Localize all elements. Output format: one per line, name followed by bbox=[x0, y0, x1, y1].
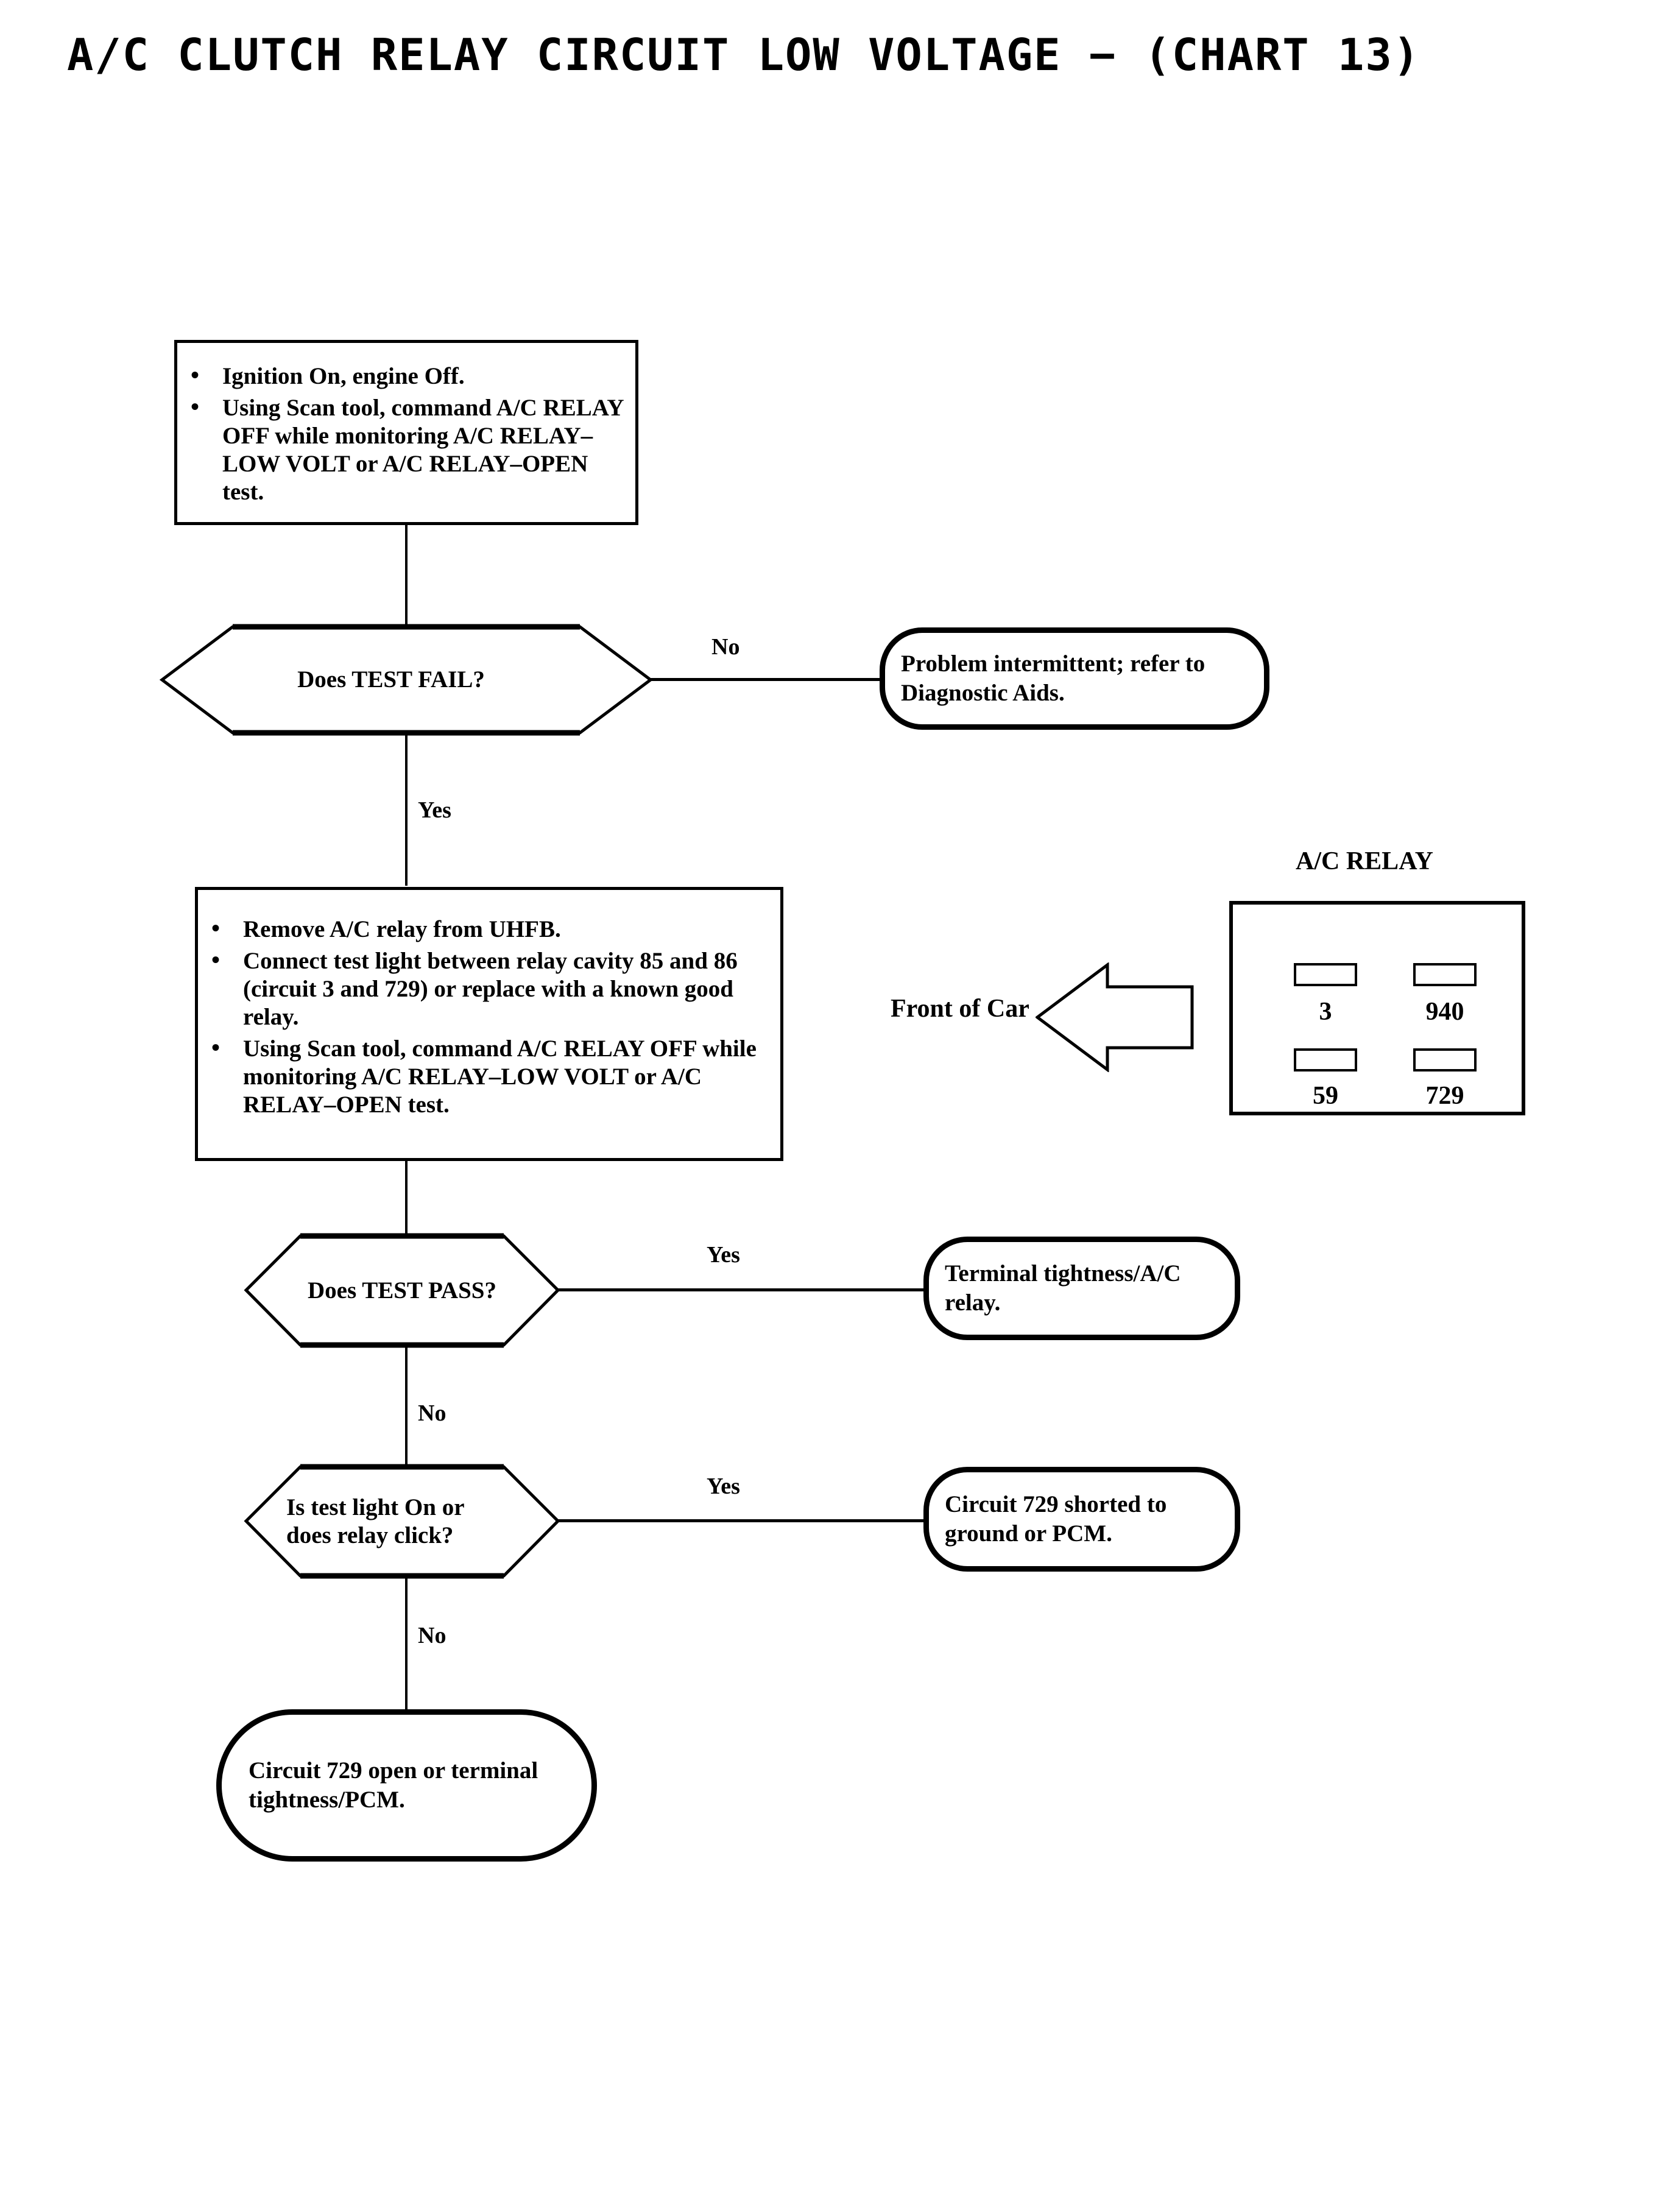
front-of-car-label: Front of Car bbox=[891, 995, 1029, 1023]
list-item: Using Scan tool, command A/C RELAY OFF w… bbox=[177, 393, 635, 506]
hexagon-shape bbox=[244, 1464, 560, 1579]
terminator-problem-intermittent: Problem intermittent; refer to Diagnosti… bbox=[880, 627, 1269, 730]
terminator-label: Circuit 729 open or terminal tightness/P… bbox=[249, 1757, 538, 1813]
edge-label-yes-1: Yes bbox=[418, 797, 451, 823]
process-box-step1: Ignition On, engine Off. Using Scan tool… bbox=[174, 340, 638, 525]
relay-terminal-940 bbox=[1413, 963, 1477, 986]
process-box-step2: Remove A/C relay from UHFB. Connect test… bbox=[195, 887, 783, 1161]
connector-step2-to-decision2 bbox=[405, 1161, 408, 1259]
terminator-terminal-tightness: Terminal tightness/A/C relay. bbox=[923, 1237, 1240, 1340]
list-item: Remove A/C relay from UHFB. bbox=[198, 914, 780, 944]
edge-label-yes-3: Yes bbox=[707, 1474, 740, 1499]
relay-pinout-box: 3 940 59 729 bbox=[1229, 901, 1525, 1115]
hexagon-shape bbox=[244, 1233, 560, 1348]
decision-label: Is test light On or does relay click? bbox=[286, 1494, 464, 1548]
decision-label: Does TEST FAIL? bbox=[297, 666, 485, 693]
decision-label: Does TEST PASS? bbox=[308, 1277, 496, 1304]
connector-decision2-no bbox=[405, 1347, 408, 1489]
connector-step1-to-decision1 bbox=[405, 525, 408, 626]
edge-label-no-3: No bbox=[418, 1623, 446, 1648]
edge-label-no-2: No bbox=[418, 1400, 446, 1426]
terminator-label: Terminal tightness/A/C relay. bbox=[945, 1260, 1181, 1316]
edge-label-no-1: No bbox=[711, 634, 740, 660]
relay-label-3: 3 bbox=[1319, 998, 1332, 1026]
decision-does-test-fail: Does TEST FAIL? bbox=[159, 624, 654, 736]
edge-label-yes-2: Yes bbox=[707, 1242, 740, 1268]
terminator-circuit-729-open: Circuit 729 open or terminal tightness/P… bbox=[216, 1709, 597, 1862]
page-title: A/C CLUTCH RELAY CIRCUIT LOW VOLTAGE − (… bbox=[67, 29, 1421, 80]
relay-label-729: 729 bbox=[1425, 1082, 1464, 1110]
connector-decision2-yes bbox=[556, 1288, 927, 1291]
hexagon-shape bbox=[159, 624, 654, 736]
list-item: Using Scan tool, command A/C RELAY OFF w… bbox=[198, 1034, 780, 1119]
relay-terminal-729 bbox=[1413, 1048, 1477, 1071]
step2-bullet-list: Remove A/C relay from UHFB. Connect test… bbox=[198, 914, 780, 1119]
terminator-circuit-729-shorted: Circuit 729 shorted to ground or PCM. bbox=[923, 1467, 1240, 1572]
decision-is-test-light-on: Is test light On or does relay click? bbox=[244, 1464, 560, 1579]
connector-decision3-no bbox=[405, 1578, 408, 1709]
front-of-car-arrow-icon bbox=[1036, 962, 1194, 1072]
connector-decision1-no bbox=[649, 678, 883, 681]
relay-label-59: 59 bbox=[1313, 1082, 1338, 1110]
decision-does-test-pass: Does TEST PASS? bbox=[244, 1233, 560, 1348]
connector-decision1-yes bbox=[405, 735, 408, 886]
step1-bullet-list: Ignition On, engine Off. Using Scan tool… bbox=[177, 361, 635, 506]
terminator-label: Problem intermittent; refer to Diagnosti… bbox=[901, 651, 1205, 706]
relay-terminal-59 bbox=[1294, 1048, 1357, 1071]
list-item: Connect test light between relay cavity … bbox=[198, 946, 780, 1031]
relay-label-940: 940 bbox=[1425, 998, 1464, 1026]
list-item: Ignition On, engine Off. bbox=[177, 361, 635, 390]
terminator-label: Circuit 729 shorted to ground or PCM. bbox=[945, 1491, 1167, 1547]
relay-diagram-title: A/C RELAY bbox=[1296, 847, 1433, 875]
connector-decision3-yes bbox=[556, 1519, 927, 1522]
relay-terminal-3 bbox=[1294, 963, 1357, 986]
